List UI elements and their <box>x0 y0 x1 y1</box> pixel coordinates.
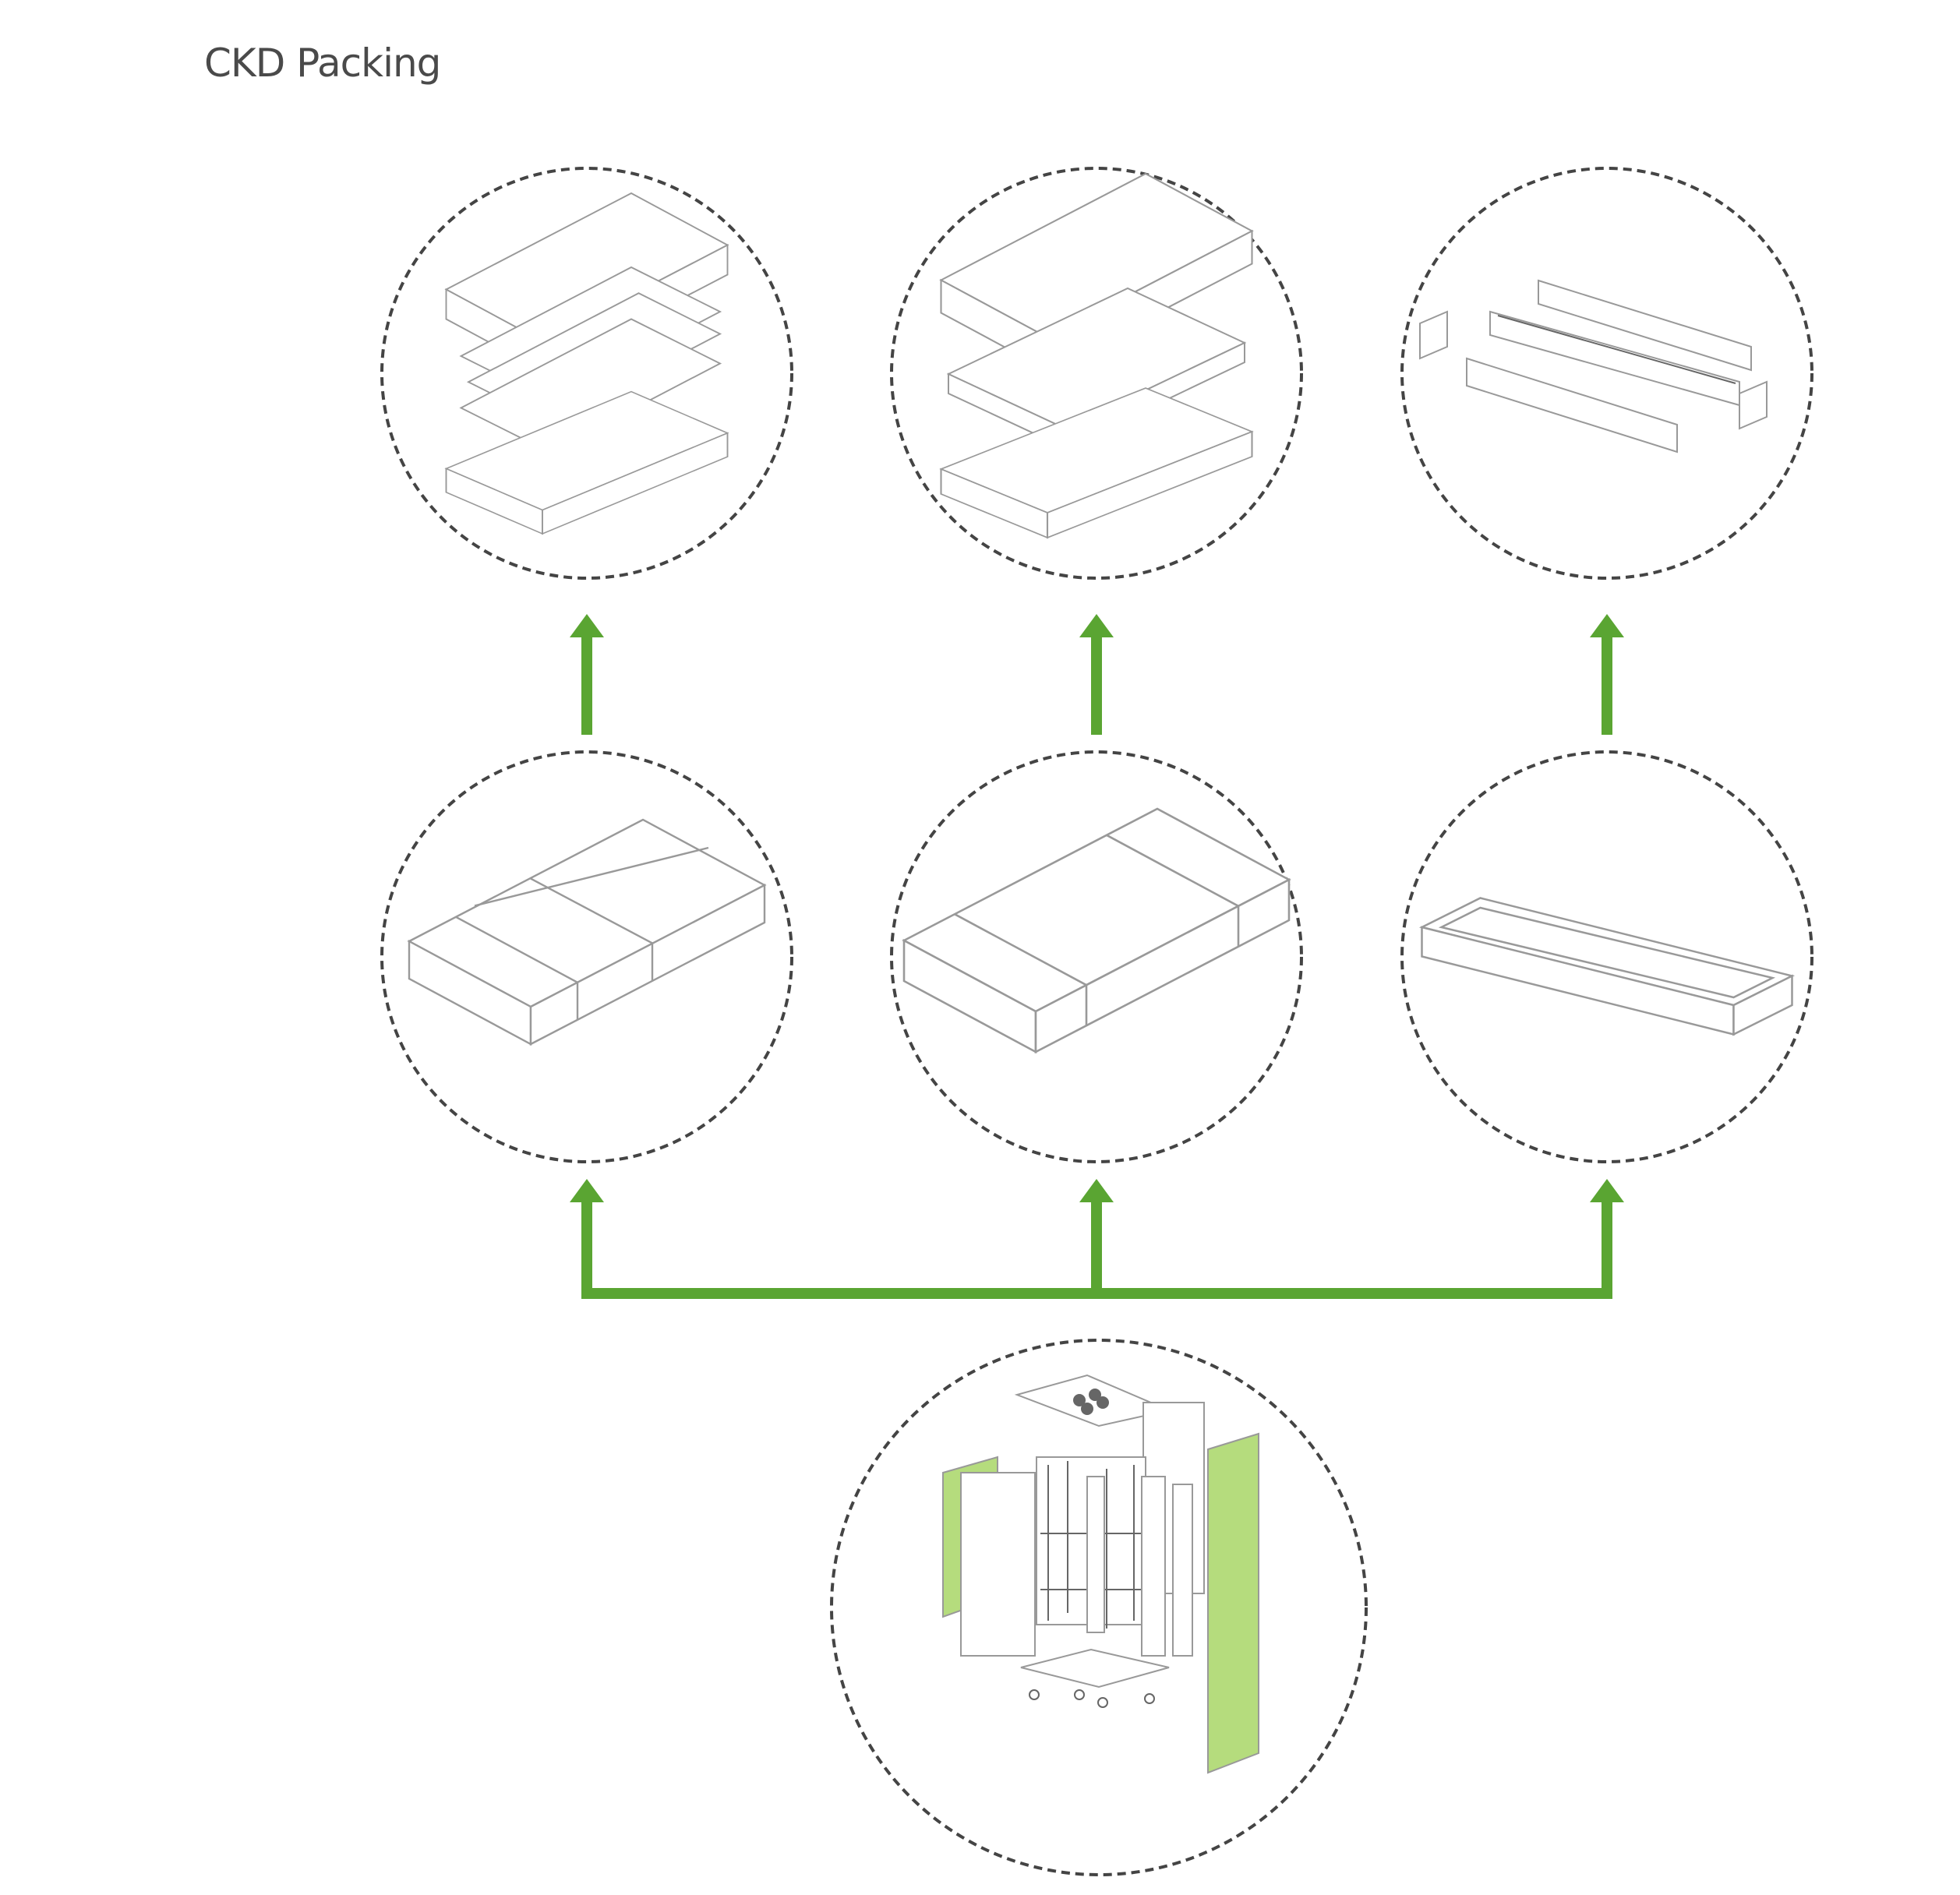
frame-parts-in-box-icon <box>1419 279 1768 453</box>
branch-connector <box>570 1179 1624 1299</box>
top-cover-packed-node <box>890 750 1303 1163</box>
stacked-panels-in-box-icon <box>445 192 729 535</box>
server-cabinet-exploded-icon <box>942 1374 1259 1774</box>
frame-packed-node <box>1400 750 1813 1163</box>
open-tray-box-icon <box>1418 897 1796 1036</box>
arrow-up-icon <box>1590 614 1624 735</box>
strapped-box-icon <box>408 818 766 1046</box>
arrow-up-icon <box>570 614 604 735</box>
page-title: CKD Packing <box>204 41 441 86</box>
top-cover-exploded-node <box>890 167 1303 580</box>
cabinet-exploded-node <box>830 1339 1368 1876</box>
frame-exploded-node <box>1400 167 1813 580</box>
arrows <box>570 614 1624 1299</box>
top-cover-in-box-icon <box>940 172 1253 539</box>
panels-exploded-node <box>380 167 793 580</box>
panels-packed-node <box>380 750 793 1163</box>
arrow-up-icon <box>1079 614 1114 735</box>
strapped-box-icon <box>902 807 1291 1053</box>
